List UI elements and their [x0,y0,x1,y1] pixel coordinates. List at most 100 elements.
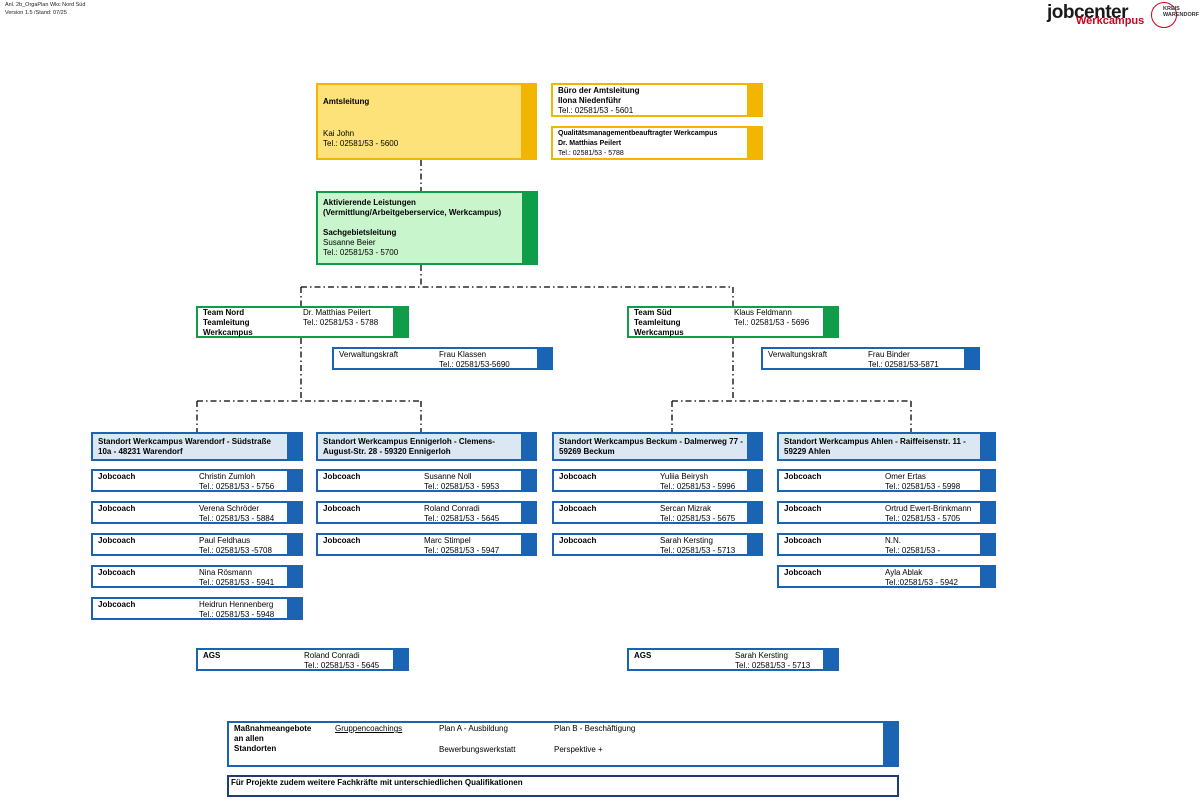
buero-tel: Tel.: 02581/53 - 5601 [558,106,634,115]
jobcoach-strip [287,535,301,554]
qm-tel: Tel.: 02581/53 - 5788 [558,150,624,157]
standort-ennigerloh-title-1: Standort Werkcampus Ennigerloh - Clemens… [323,437,495,446]
jobcoach-role: Jobcoach [784,536,822,545]
jobcoach-strip [287,503,301,522]
box-standort-ennigerloh: Standort Werkcampus Ennigerloh - Clemens… [316,432,537,461]
jobcoach-role: Jobcoach [98,600,136,609]
team-nord-tel: Tel.: 02581/53 - 5788 [303,318,379,327]
qm-title: Qualitätsmanagementbeauftragter Werkcamp… [558,130,718,137]
massnahmen-line-2: an allen [234,734,264,743]
jobcoach-tel: Tel.: 02581/53 - 5675 [660,514,736,523]
logo-word-werkcampus: Werkcampus [1076,15,1145,27]
jobcoach-strip [980,535,994,554]
team-nord-line-2: Teamleitung [203,318,250,327]
box-verwaltungskraft-sued: Verwaltungskraft Frau Binder Tel.: 02581… [761,347,980,370]
jobcoach-name: Roland Conradi [424,504,480,513]
plan-a-ausbildung: Plan A - Ausbildung [439,724,508,733]
team-nord-name: Dr. Matthias Peilert [303,308,371,317]
verw-sued-label: Verwaltungskraft [768,350,828,359]
standort-ennigerloh-title-2: August-Str. 28 - 59320 Ennigerloh [323,447,451,456]
standort-ennigerloh-strip [521,434,535,459]
ags-nord-tel: Tel.: 02581/53 - 5645 [304,661,380,670]
box-team-sued: Team Süd Teamleitung Werkcampus Klaus Fe… [627,306,839,338]
jobcoach-tel: Tel.: 02581/53 - 5884 [199,514,275,523]
jobcoach-name: Marc Stimpel [424,536,471,545]
box-team-nord: Team Nord Teamleitung Werkcampus Dr. Mat… [196,306,409,338]
team-sued-line-2: Teamleitung [634,318,681,327]
bewerbungswerkstatt: Bewerbungswerkstatt [439,745,516,754]
aktivierende-title-1: Aktivierende Leistungen [323,198,416,207]
logo-word-jobcenter: jobcenter [1047,2,1129,23]
plan-b-beschaeftigung: Plan B - Beschäftigung [554,724,636,733]
jobcoach-warendorf-3: Jobcoach Paul Feldhaus Tel.: 02581/53 -5… [91,533,303,556]
jobcoach-tel: Tel.: 02581/53 - 5713 [660,546,736,555]
jobcoach-role: Jobcoach [784,568,822,577]
buero-strip [747,85,761,115]
jobcoach-name: Ortrud Ewert-Brinkmann [885,504,972,513]
jobcoach-strip [521,535,535,554]
jobcoach-strip [747,471,761,490]
header-line-1: Anl. 2b_OrgaPlan Wkc Nord Süd [5,2,86,8]
standort-warendorf-title-2: 10a - 48231 Warendorf [98,447,183,456]
jobcoach-role: Jobcoach [784,472,822,481]
projekte-text: Für Projekte zudem weitere Fachkräfte mi… [231,778,523,787]
jobcoach-role: Jobcoach [98,536,136,545]
qm-strip [747,128,761,158]
aktivierende-strip [522,193,536,263]
jobcoach-tel: Tel.: 02581/53 - 5941 [199,578,275,587]
jobcoach-name: Verena Schröder [199,504,260,513]
buero-name: Ilona Niedenführ [558,96,622,105]
box-amtsleitung: Amtsleitung Kai John Tel.: 02581/53 - 56… [316,83,537,160]
perspektive-plus: Perspektive + [554,745,603,754]
jobcoach-name: Susanne Noll [424,472,472,481]
team-sued-tel: Tel.: 02581/53 - 5696 [734,318,810,327]
jobcoach-tel: Tel.: 02581/53 - 5947 [424,546,500,555]
jobcoach-tel: Tel.: 02581/53 - 5705 [885,514,961,523]
box-massnahmeangebote: Maßnahmeangebote an allen Standorten Gru… [227,721,899,767]
ags-sued-label: AGS [634,651,652,660]
box-aktivierende-leistungen: Aktivierende Leistungen (Vermittlung/Arb… [316,191,538,265]
massnahmen-strip [883,723,897,765]
team-sued-strip [823,308,837,336]
ags-sued-tel: Tel.: 02581/53 - 5713 [735,661,811,670]
team-sued-line-3: Werkcampus [634,328,684,337]
jobcoach-ahlen-3: Jobcoach N.N. Tel.: 02581/53 - [777,533,996,556]
box-standort-ahlen: Standort Werkcampus Ahlen - Raiffeisenst… [777,432,996,461]
jobcoach-warendorf-5: Jobcoach Heidrun Hennenberg Tel.: 02581/… [91,597,303,620]
jobcoach-ahlen-2: Jobcoach Ortrud Ewert-Brinkmann Tel.: 02… [777,501,996,524]
amtsleitung-name: Kai John [323,129,355,138]
jobcoach-tel: Tel.: 02581/53 - [885,546,941,555]
qm-name: Dr. Matthias Peilert [558,140,622,147]
standort-ahlen-title-2: 59229 Ahlen [784,447,831,456]
box-verwaltungskraft-nord: Verwaltungskraft Frau Klassen Tel.: 0258… [332,347,553,370]
jobcoach-role: Jobcoach [323,472,361,481]
jobcoach-tel: Tel.: 02581/53 - 5948 [199,610,275,619]
box-buero-amtsleitung: Büro der Amtsleitung Ilona Niedenführ Te… [551,83,763,117]
jobcoach-strip [980,471,994,490]
jobcoach-tel: Tel.: 02581/53 - 5645 [424,514,500,523]
verw-nord-strip [537,349,551,368]
jobcoach-warendorf-2: Jobcoach Verena Schröder Tel.: 02581/53 … [91,501,303,524]
standort-ahlen-title-1: Standort Werkcampus Ahlen - Raiffeisenst… [784,437,966,446]
ags-sued-strip [823,650,837,669]
jobcoach-strip [287,599,301,618]
team-nord-line-3: Werkcampus [203,328,253,337]
kreis-seal-icon [1151,2,1177,28]
jobcoach-role: Jobcoach [323,504,361,513]
verw-nord-tel: Tel.: 02581/53-5690 [439,360,510,369]
jobcoach-role: Jobcoach [98,504,136,513]
team-sued-name: Klaus Feldmann [734,308,792,317]
jobcoach-strip [287,567,301,586]
box-standort-beckum: Standort Werkcampus Beckum - Dalmerweg 7… [552,432,763,461]
aktivierende-tel: Tel.: 02581/53 - 5700 [323,248,399,257]
standort-warendorf-title-1: Standort Werkcampus Warendorf - Südstraß… [98,437,271,446]
standort-beckum-title-1: Standort Werkcampus Beckum - Dalmerweg 7… [559,437,743,446]
jobcoach-strip [747,535,761,554]
gruppencoachings-link[interactable]: Gruppencoachings [335,724,403,733]
jobcoach-role: Jobcoach [559,504,597,513]
document-header: Anl. 2b_OrgaPlan Wkc Nord Süd Version 1.… [5,1,85,17]
box-standort-warendorf: Standort Werkcampus Warendorf - Südstraß… [91,432,303,461]
